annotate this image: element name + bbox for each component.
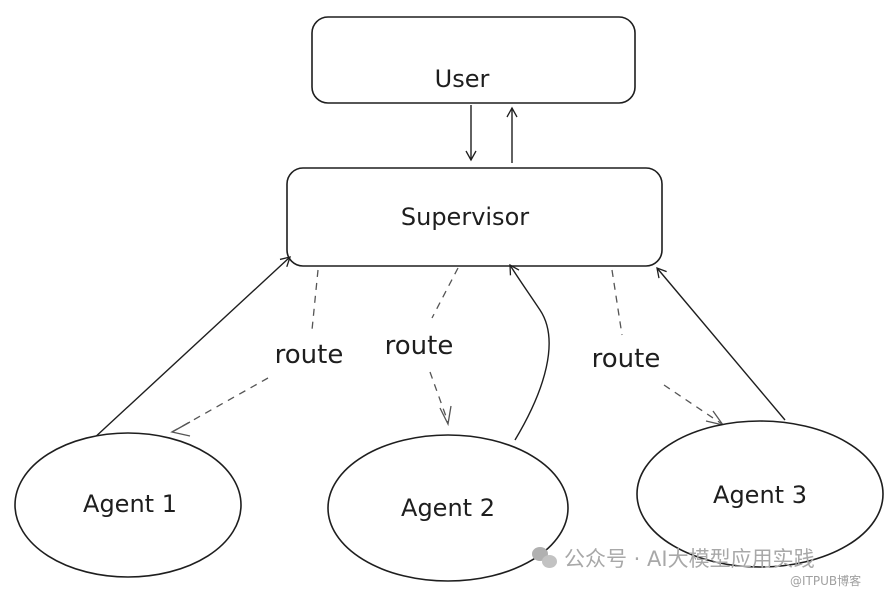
edge-agent1-to-supervisor: [91, 256, 291, 441]
node-agent1-label: Agent 1: [83, 490, 177, 518]
arrowhead-agent2: [439, 405, 452, 427]
node-supervisor-label: Supervisor: [401, 203, 529, 231]
node-agent1: Agent 1: [14, 432, 242, 578]
node-user: User: [311, 16, 636, 104]
watermark-text: 公众号 · AI大模型应用实践: [564, 547, 815, 571]
node-user-label: User: [435, 65, 490, 93]
node-agent2: Agent 2: [327, 434, 569, 582]
node-supervisor: Supervisor: [286, 167, 663, 267]
route-label-agent2: route: [385, 331, 454, 361]
route-label-agent3: route: [592, 344, 661, 374]
edge-route-agent3: [611, 269, 723, 425]
watermark: 公众号 · AI大模型应用实践: [532, 543, 815, 573]
node-agent2-label: Agent 2: [401, 494, 495, 522]
node-agent3-label: Agent 3: [713, 481, 807, 509]
edge-route-agent2: [429, 267, 459, 423]
edge-agent3-to-supervisor: [656, 266, 786, 421]
watermark-sub: @ITPUB博客: [790, 574, 862, 588]
node-agent3: Agent 3: [636, 420, 884, 568]
route-label-agent1: route: [275, 340, 344, 370]
wechat-icon: [532, 547, 558, 569]
arrowhead-agent1: [170, 421, 191, 437]
edge-agent2-to-supervisor: [509, 263, 550, 441]
